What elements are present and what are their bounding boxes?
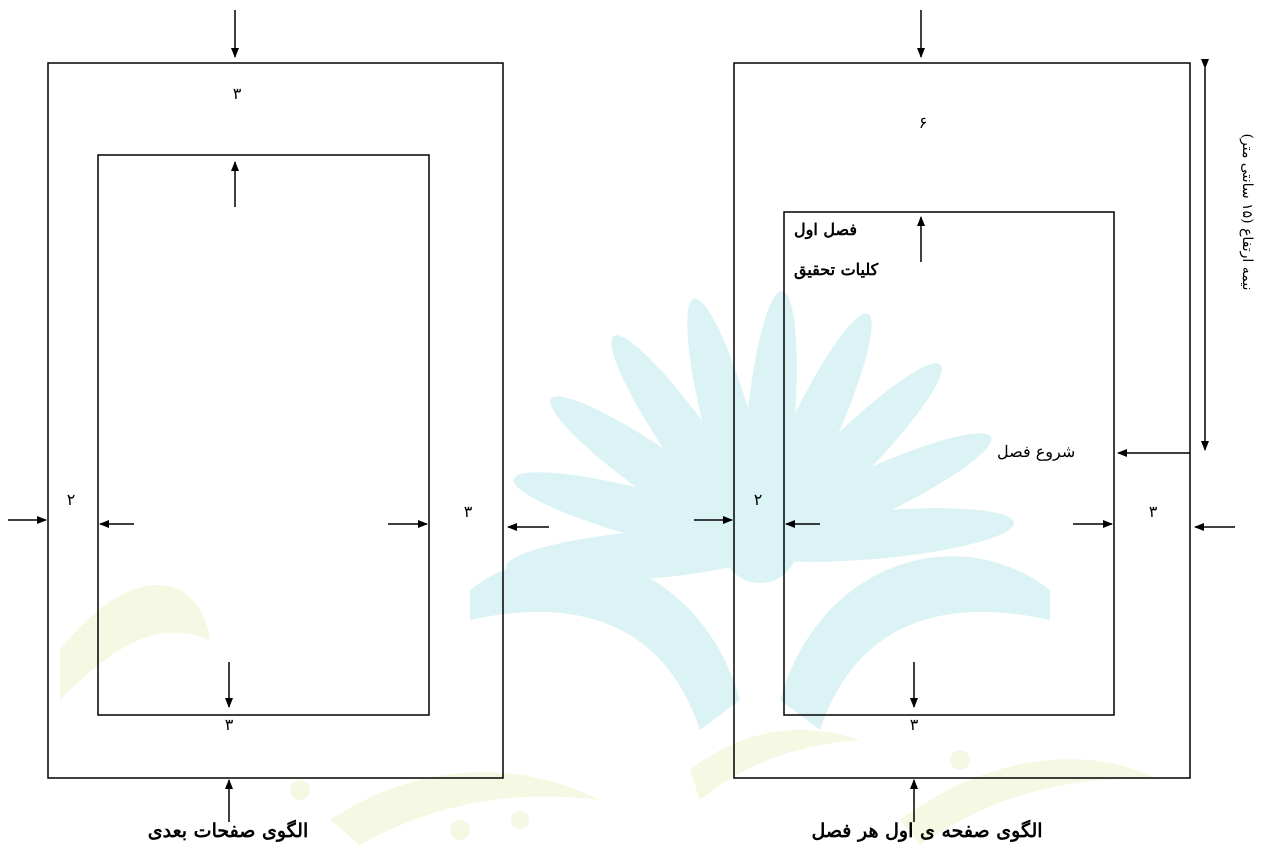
half-height-note: نیمه ارتفاع (۱۵ سانتی متر) [1239,133,1255,291]
chapter-subtitle: کلیات تحقیق [794,260,879,279]
right-page-arrows [694,10,1235,822]
right-right-margin-label: ۳ [1148,502,1158,521]
left-inner-bottom-label: ۳ [224,715,234,734]
left-page-arrows [8,10,549,822]
right-top-margin-label: ۶ [918,113,928,132]
right-page-outline [733,62,1191,779]
right-page-caption: الگوی صفحه ی اول هر فصل [811,820,1043,842]
left-page-text-area [97,154,430,716]
watermark-petals [470,290,1050,730]
right-page-text-area [783,211,1115,716]
left-page-outline [47,62,504,779]
left-top-margin-label: ۳ [232,84,242,103]
chapter-start-label: شروع فصل [997,442,1076,461]
right-inner-bottom-label: ۳ [909,715,919,734]
right-left-margin-label: ۲ [753,490,763,509]
left-right-margin-label: ۳ [463,502,473,521]
watermark-logo [60,290,1160,845]
chapter-title: فصل اول [794,220,858,239]
left-page-caption: الگوی صفحات بعدی [147,820,309,842]
left-left-margin-label: ۲ [66,490,76,509]
